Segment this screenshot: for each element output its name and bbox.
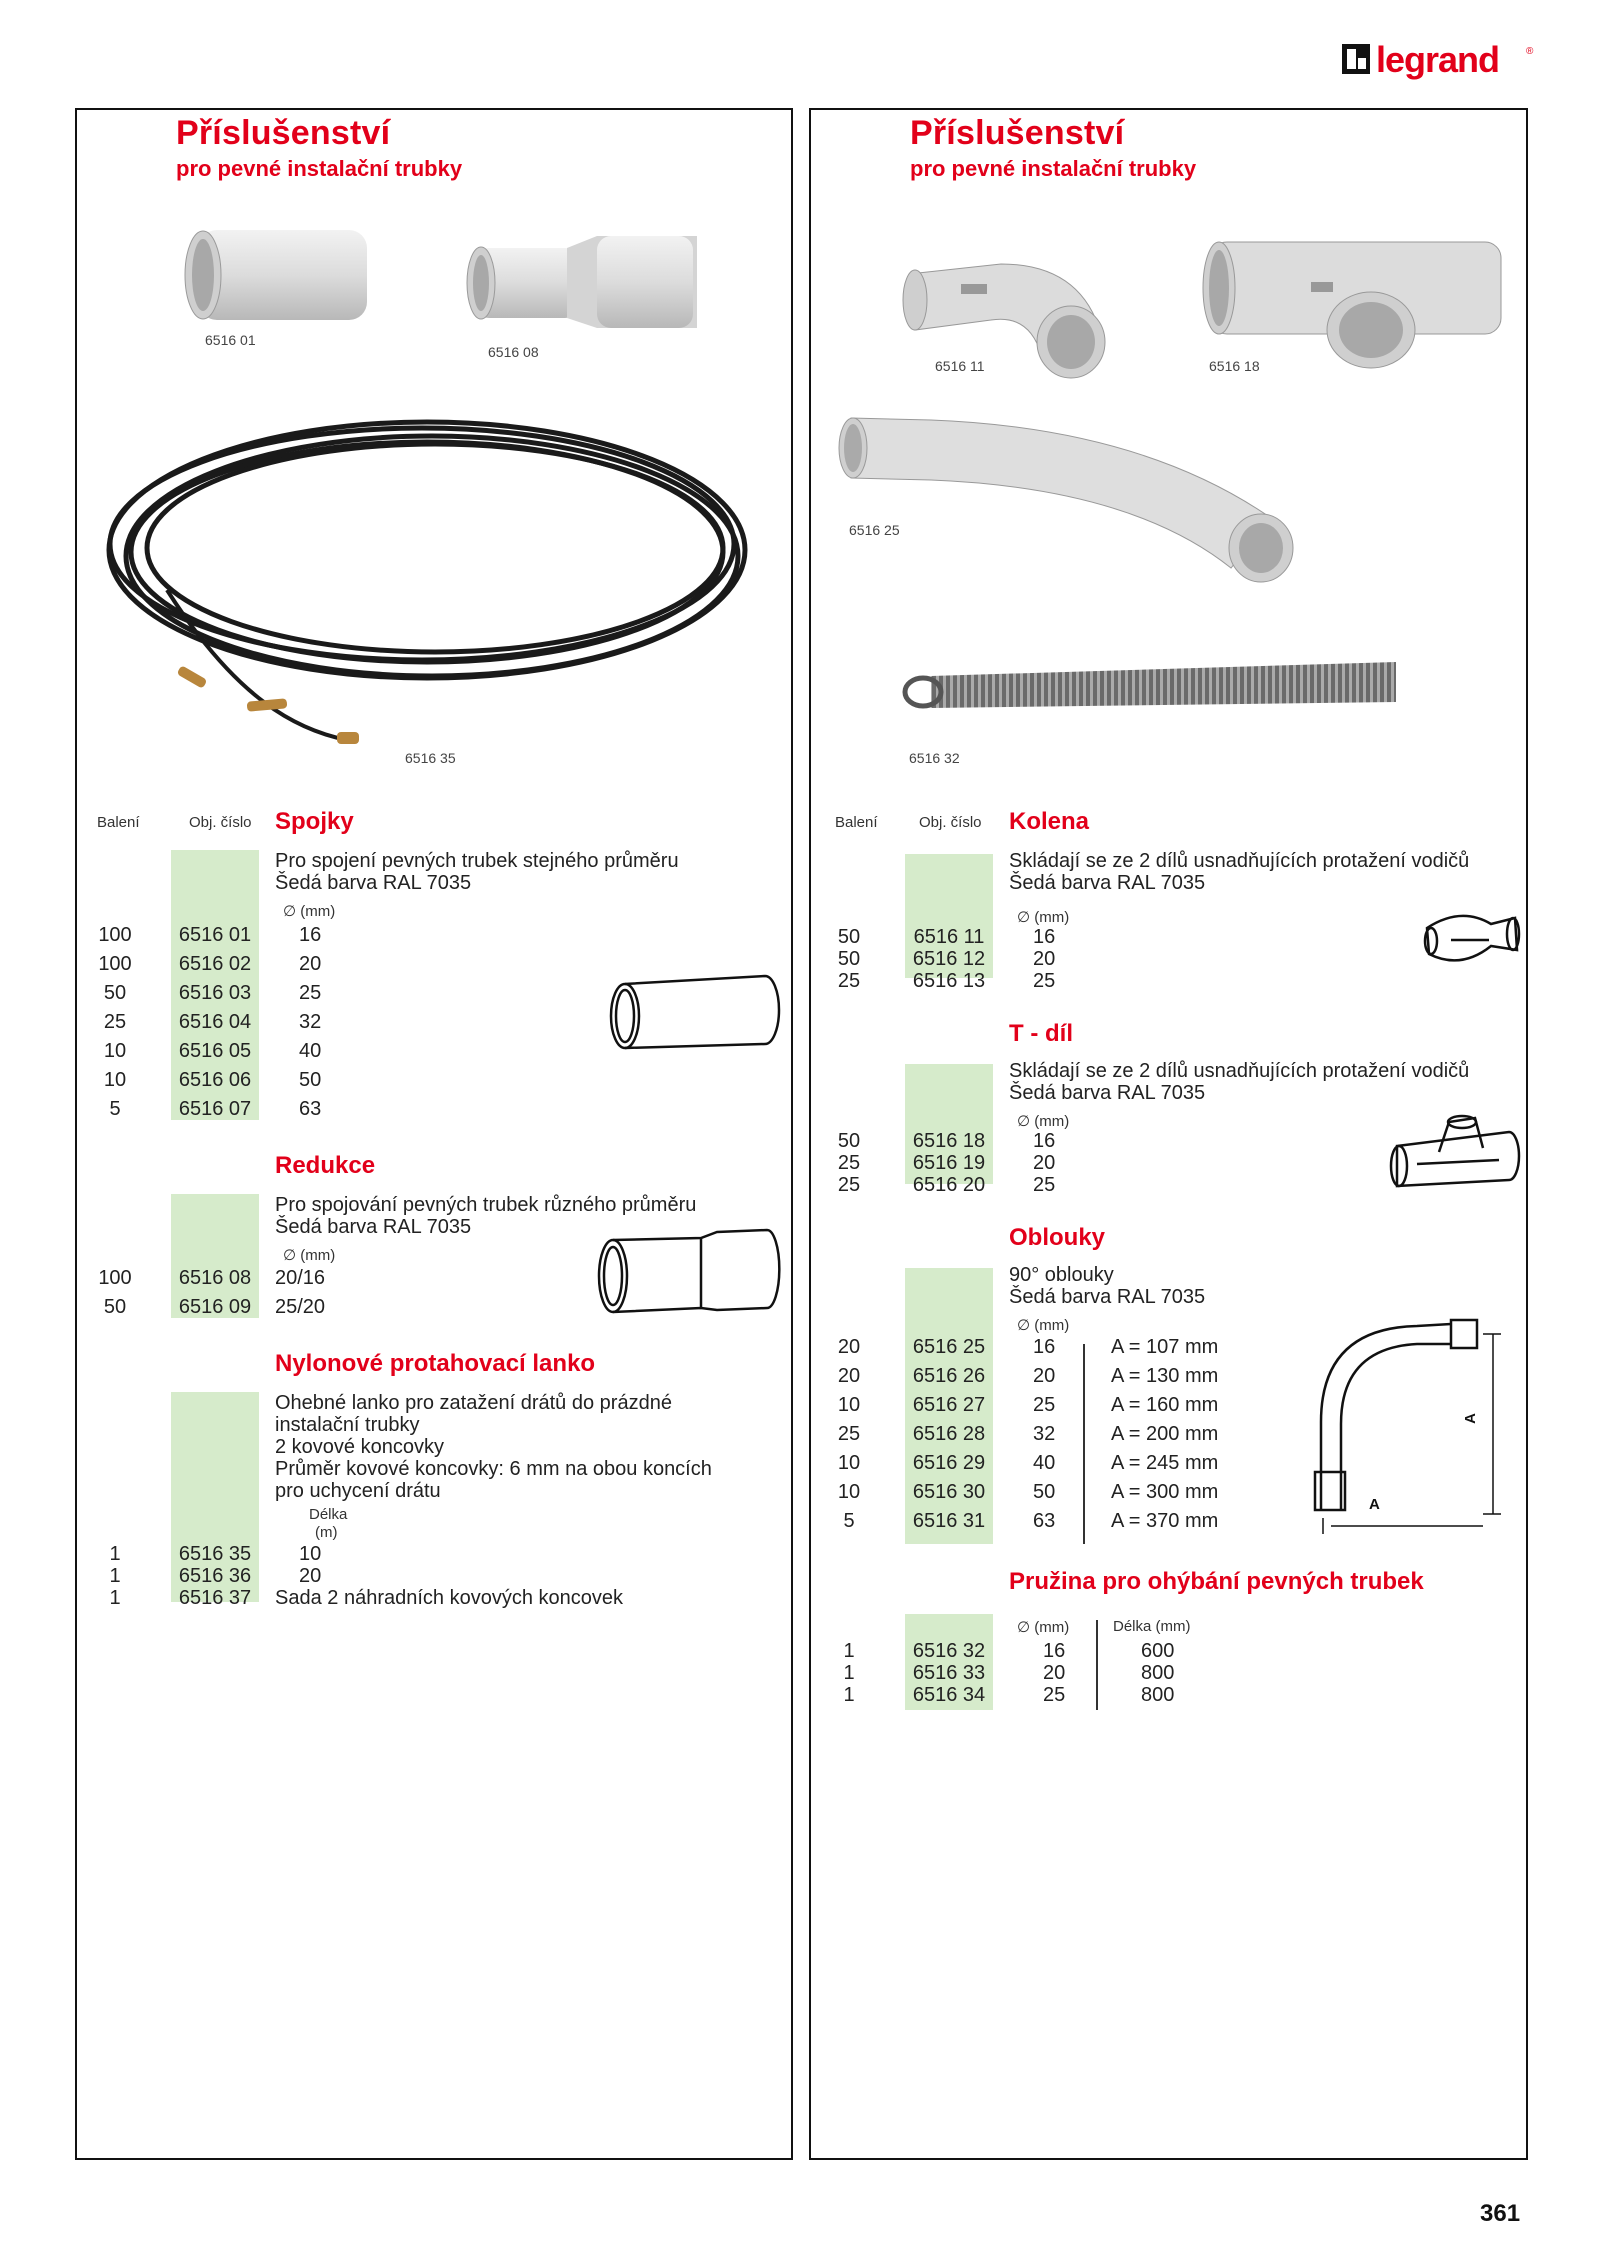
right-panel: Příslušenství pro pevné instalační trubk…	[809, 108, 1528, 2160]
length-unit-label: (m)	[315, 1524, 338, 1541]
ref-highlight	[171, 1194, 259, 1318]
diameter-label: ∅ (mm)	[283, 903, 336, 920]
ref-highlight	[905, 854, 993, 978]
diameter-label: ∅ (mm)	[1017, 1619, 1070, 1636]
tdil-description: Skládají se ze 2 dílů usnadňujících prot…	[1009, 1060, 1470, 1104]
dimension-label: A	[1369, 1496, 1380, 1513]
dimension-label: A	[1461, 1413, 1479, 1424]
length-label: Délka (mm)	[1113, 1618, 1191, 1635]
bend-dimension-drawing: A A	[1301, 1314, 1501, 1536]
photo-caption: 6516 25	[849, 522, 900, 538]
tee-drawing	[1389, 1112, 1525, 1207]
oblouky-description: 90° oblouky Šedá barva RAL 7035	[1009, 1264, 1206, 1308]
ref-column-header: Obj. číslo	[919, 814, 982, 831]
svg-text:®: ®	[1526, 46, 1534, 57]
length-label: Délka	[309, 1506, 348, 1523]
photo-caption: 6516 35	[405, 750, 456, 766]
column-divider	[1096, 1620, 1098, 1710]
left-panel: Příslušenství pro pevné instalační trubk…	[75, 108, 793, 2160]
section-title-spojky: Spojky	[275, 808, 354, 835]
photo-caption: 6516 32	[909, 750, 960, 766]
page-title: Příslušenství	[910, 114, 1125, 152]
tee-photo	[1191, 230, 1511, 375]
svg-text:legrand: legrand	[1376, 39, 1499, 80]
ref-column-header: Obj. číslo	[189, 814, 252, 831]
elbow-photo	[901, 244, 1131, 389]
ref-highlight	[171, 850, 259, 1120]
kolena-description: Skládají se ze 2 dílů usnadňujících prot…	[1009, 850, 1470, 894]
lanko-description: Ohebné lanko pro zatažení drátů do prázd…	[275, 1392, 712, 1502]
spojky-description: Pro spojení pevných trubek stejného prům…	[275, 850, 679, 894]
page-subtitle: pro pevné instalační trubky	[910, 156, 1197, 181]
section-title-oblouky: Oblouky	[1009, 1224, 1106, 1251]
section-title-kolena: Kolena	[1009, 808, 1090, 835]
qty-column-header: Balení	[97, 814, 140, 831]
page-title: Příslušenství	[176, 114, 391, 152]
legrand-logo: legrand ®	[1338, 36, 1538, 86]
diameter-label: ∅ (mm)	[283, 1247, 336, 1264]
section-title-lanko: Nylonové protahovací lanko	[275, 1350, 596, 1377]
ref-highlight	[905, 1268, 993, 1544]
elbow-drawing	[1421, 910, 1521, 975]
page-number: 361	[1480, 2200, 1521, 2227]
photo-caption: 6516 18	[1209, 358, 1260, 374]
coupler-drawing	[607, 972, 787, 1057]
section-title-pruzina: Pružina pro ohýbání pevných trubek	[1009, 1568, 1424, 1595]
ref-highlight	[905, 1614, 993, 1710]
ref-highlight	[171, 1392, 259, 1602]
diameter-label: ∅ (mm)	[1017, 1113, 1070, 1130]
page-subtitle: pro pevné instalační trubky	[176, 156, 463, 181]
section-title-redukce: Redukce	[275, 1152, 376, 1179]
coupler-photo	[177, 222, 387, 337]
ref-highlight	[905, 1064, 993, 1184]
bend-photo	[831, 408, 1301, 613]
reducer-drawing	[593, 1228, 793, 1333]
diameter-label: ∅ (mm)	[1017, 1317, 1070, 1334]
diameter-label: ∅ (mm)	[1017, 909, 1070, 926]
reducer-photo	[457, 228, 697, 343]
photo-caption: 6516 08	[488, 344, 539, 360]
nylon-wire-photo	[97, 410, 757, 785]
section-title-tdil: T - díl	[1009, 1020, 1073, 1047]
spring-photo	[901, 658, 1401, 723]
column-divider	[1083, 1344, 1085, 1544]
photo-caption: 6516 11	[935, 358, 985, 374]
photo-caption: 6516 01	[205, 332, 256, 348]
qty-column-header: Balení	[835, 814, 878, 831]
redukce-description: Pro spojování pevných trubek různého prů…	[275, 1194, 697, 1238]
